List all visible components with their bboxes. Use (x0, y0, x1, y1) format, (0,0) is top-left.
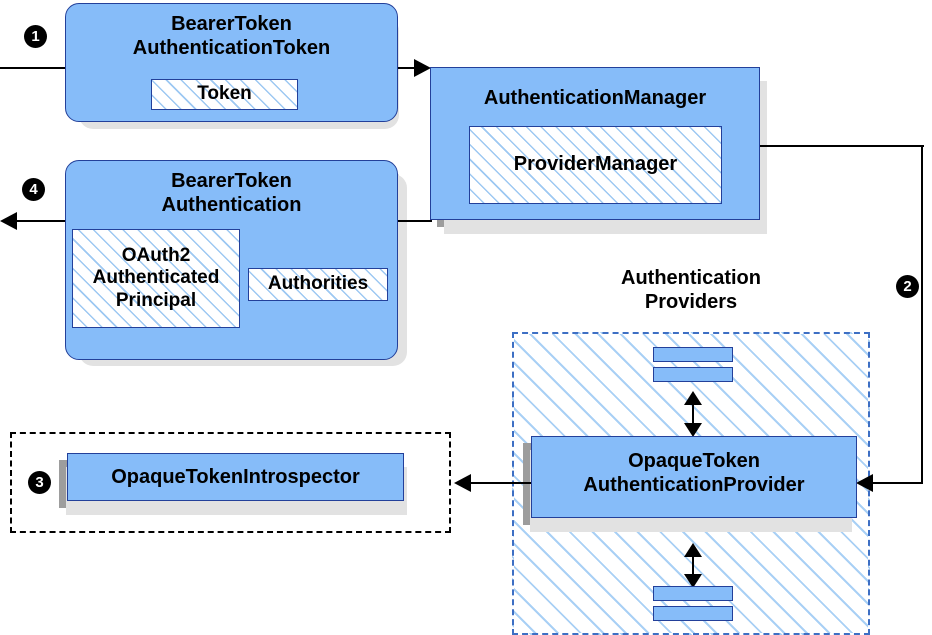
connector-manager-to-provider-bottom (872, 482, 923, 484)
node-opaque-token-authentication-provider[interactable]: OpaqueToken AuthenticationProvider (531, 436, 857, 518)
connector-provider-to-introspector (469, 482, 531, 484)
node-opaque-token-introspector[interactable]: OpaqueTokenIntrospector (67, 453, 404, 501)
field-token-label: Token (197, 83, 252, 105)
field-oauth2-authenticated-principal[interactable]: OAuth2 Authenticated Principal (72, 229, 240, 328)
field-oauth2-authenticated-principal-label: OAuth2 Authenticated Principal (92, 244, 220, 311)
opaque-token-introspector-label: OpaqueTokenIntrospector (111, 466, 360, 488)
connector-provider-stack-top (692, 396, 694, 433)
arrowhead-provider-to-introspector (454, 474, 471, 492)
opaque-token-authentication-provider-label: OpaqueToken AuthenticationProvider (583, 450, 805, 496)
provider-list-bar-bottom-2 (653, 606, 733, 621)
badge-step-1: 1 (24, 25, 47, 48)
bearer-token-authentication-label: BearerToken Authentication (161, 170, 302, 216)
field-provider-manager[interactable]: ProviderManager (469, 126, 722, 204)
provider-list-bar-bottom-1 (653, 586, 733, 601)
arrowhead-manager-to-provider (856, 474, 873, 492)
arrowhead-provider-stack-bottom-down (684, 574, 702, 588)
field-provider-manager-label: ProviderManager (513, 153, 678, 176)
badge-step-2: 2 (896, 275, 919, 298)
field-authorities[interactable]: Authorities (248, 268, 388, 301)
bearer-token-authentication-token-label: BearerToken AuthenticationToken (132, 13, 331, 59)
field-token[interactable]: Token (151, 79, 298, 110)
group-label-authentication-providers: Authentication Providers (621, 267, 761, 313)
badge-step-3: 3 (28, 471, 51, 494)
arrowhead-provider-stack-bottom-up (684, 543, 702, 557)
connector-authentication-out (16, 220, 66, 222)
provider-list-bar-top-1 (653, 347, 733, 362)
connector-token-to-manager (398, 67, 418, 69)
connector-request-in (0, 67, 66, 69)
arrowhead-provider-stack-top-up (684, 391, 702, 405)
connector-manager-to-authentication (398, 220, 432, 222)
arrowhead-authentication-out (0, 212, 17, 230)
connector-manager-to-provider-right (921, 145, 923, 483)
provider-list-bar-top-2 (653, 367, 733, 382)
connector-manager-to-provider-top (759, 145, 924, 147)
authentication-manager-label: AuthenticationManager (483, 87, 707, 109)
arrowhead-token-to-manager (414, 59, 431, 77)
field-authorities-label: Authorities (267, 273, 369, 295)
connector-provider-stack-bottom (692, 548, 694, 584)
badge-step-4: 4 (22, 178, 45, 201)
arrowhead-provider-stack-top-down (684, 423, 702, 437)
